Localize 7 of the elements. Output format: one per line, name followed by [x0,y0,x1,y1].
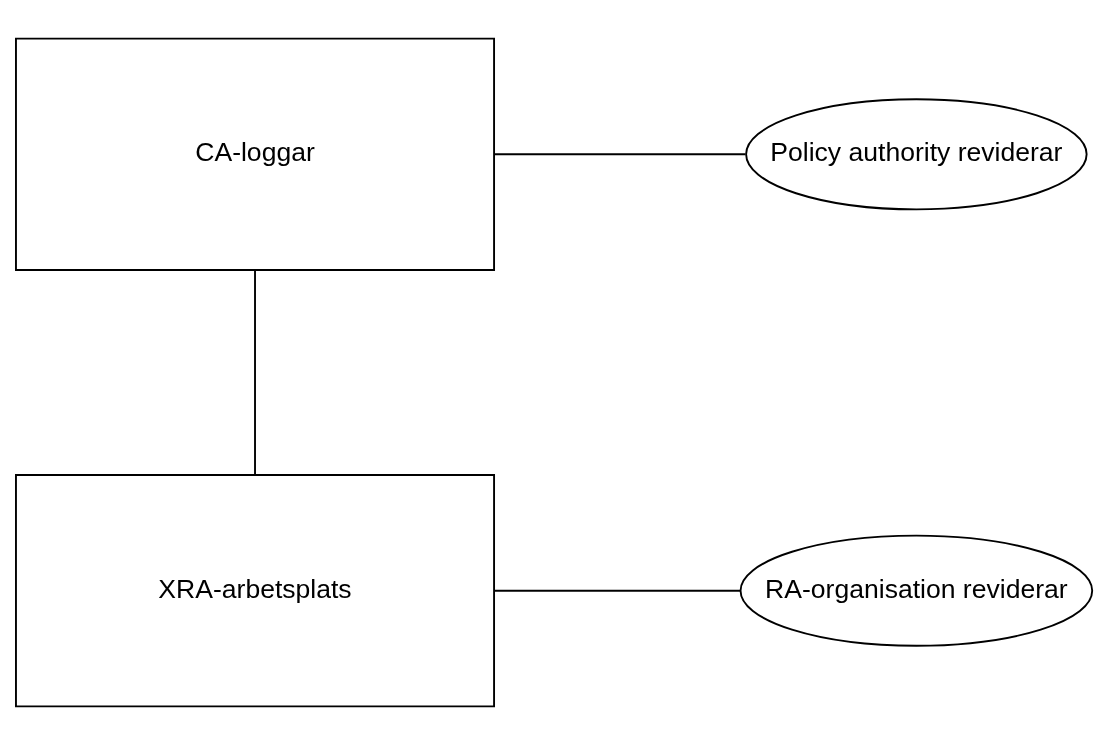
node-box: CA-loggar [15,37,495,271]
connector [254,269,256,476]
connector [493,153,747,156]
node-ellipse: RA-organisation reviderar [739,534,1094,647]
node-box: XRA-arbetsplats [15,474,495,708]
connector [493,589,742,592]
node-ellipse: Policy authority reviderar [745,98,1088,211]
